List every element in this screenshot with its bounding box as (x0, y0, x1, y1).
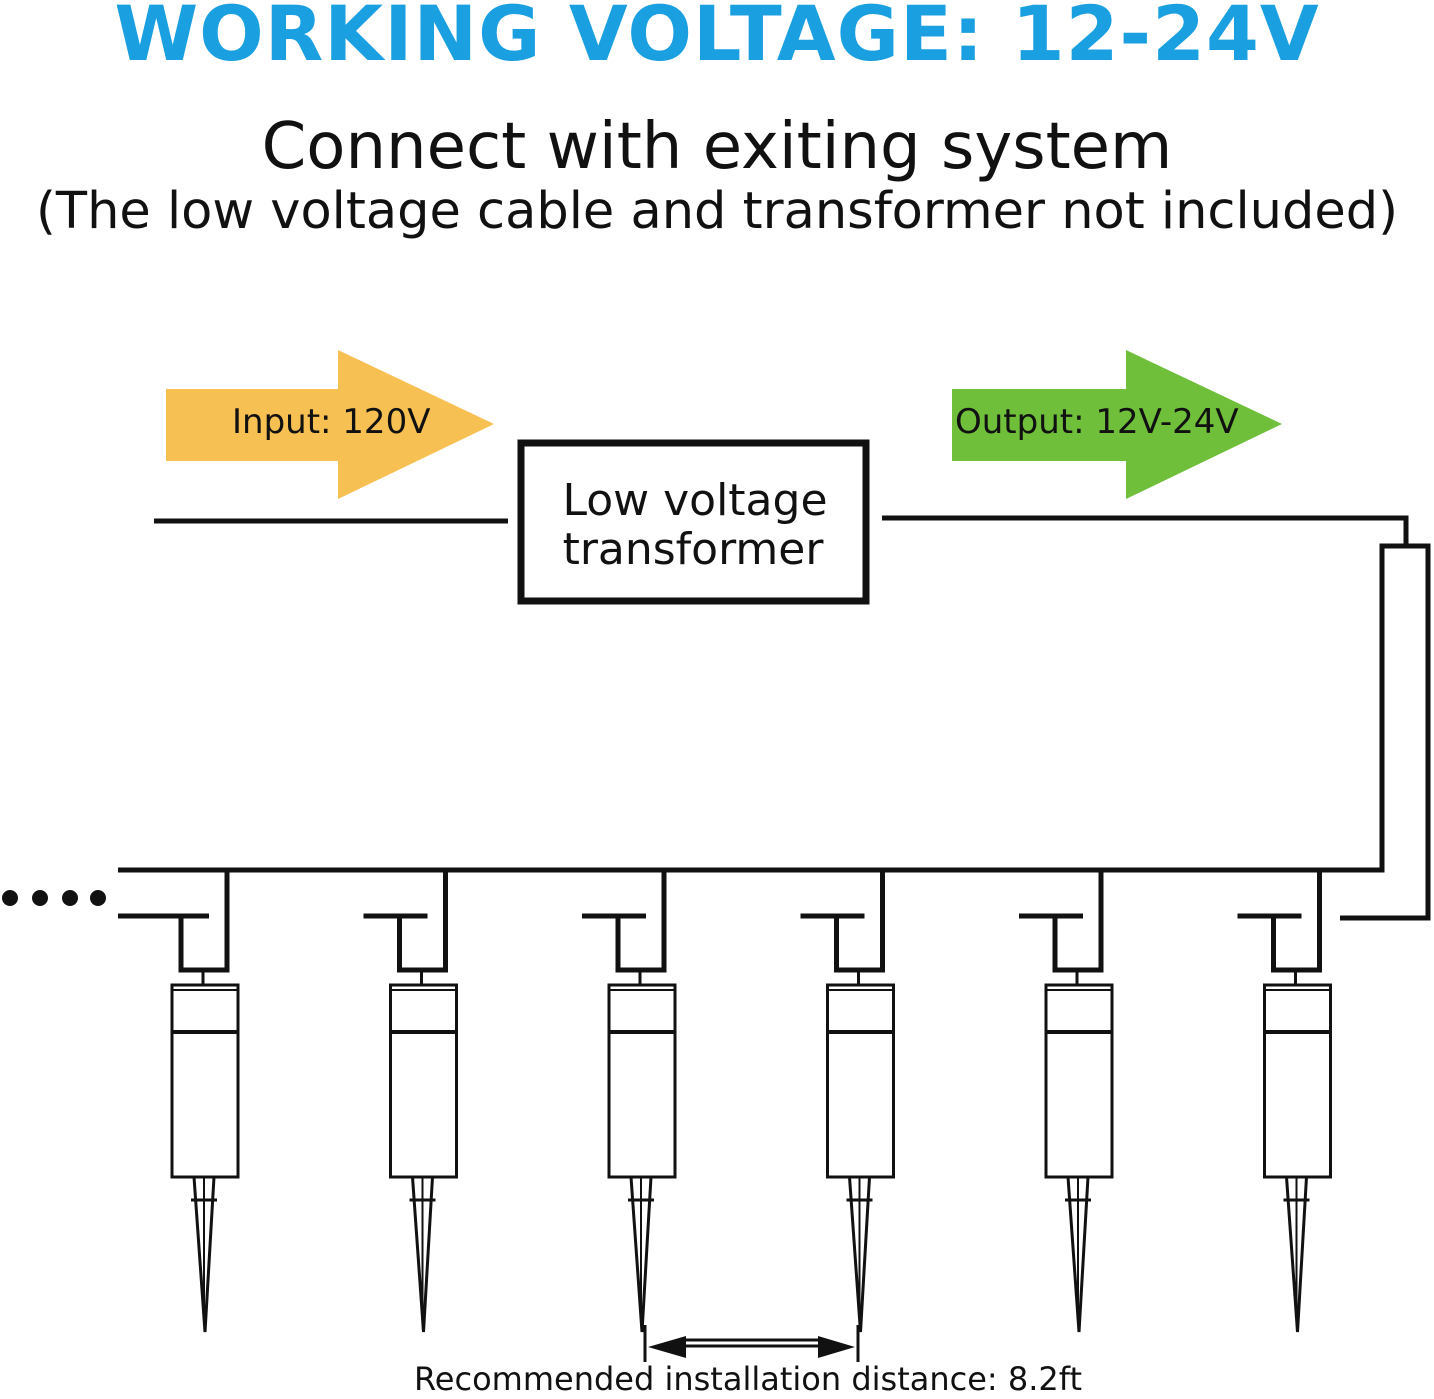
path-light (363, 870, 458, 1333)
light-body (607, 983, 677, 1179)
light-body (389, 983, 458, 1179)
transformer-label-line1: Low voltage (562, 475, 827, 526)
lead-wire (178, 870, 230, 973)
output-wire (882, 515, 1409, 546)
output-label: Output: 12V-24V (955, 402, 1239, 442)
lead-wire (1052, 870, 1104, 973)
input-arrow (166, 350, 494, 499)
transformer-label-line2: transformer (563, 524, 825, 575)
path-light (1019, 870, 1114, 1333)
light-body (1263, 983, 1332, 1179)
path-light (800, 870, 895, 1333)
path-light (582, 870, 677, 1333)
light-body (1044, 983, 1114, 1179)
distance-label: Recommended installation distance: 8.2ft (414, 1360, 1082, 1398)
path-lights-group (118, 870, 1332, 1333)
light-body (826, 983, 895, 1179)
lead-wire (1271, 870, 1322, 973)
continuation-dots (2, 890, 106, 906)
not-included-note: (The low voltage cable and transformer n… (36, 182, 1398, 241)
page-title: WORKING VOLTAGE: 12-24V (114, 0, 1320, 78)
page-subtitle: Connect with exiting system (261, 110, 1173, 184)
cable-outer-conductor (118, 543, 1431, 921)
distance-indicator (643, 1325, 860, 1362)
light-body (170, 983, 240, 1179)
path-light (1237, 870, 1332, 1333)
lead-wire (834, 870, 885, 973)
transformer-box (517, 439, 870, 605)
input-label: Input: 120V (232, 402, 430, 442)
output-arrow (952, 350, 1282, 499)
path-light (118, 870, 240, 1333)
lead-wire (397, 870, 448, 973)
lead-wire (615, 870, 667, 973)
